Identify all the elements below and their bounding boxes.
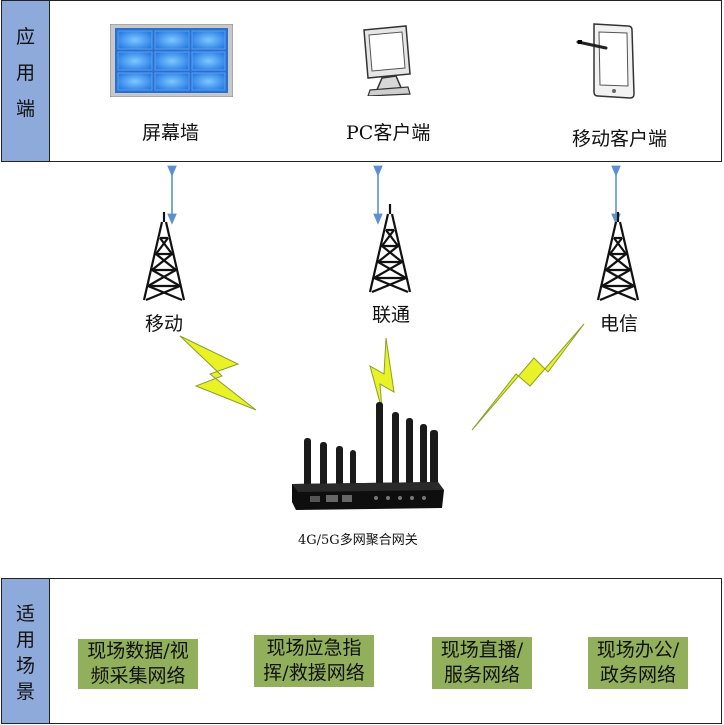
side-char: 适 xyxy=(15,603,35,625)
cell-tower-icon xyxy=(368,204,412,294)
side-char: 用 xyxy=(15,629,35,651)
cell-tower-icon xyxy=(142,212,186,302)
side-char: 场 xyxy=(15,655,35,677)
lightning-icon xyxy=(179,335,257,411)
client-label-mobile: 移动客户端 xyxy=(572,128,668,150)
client-label-video-wall: 屏幕墙 xyxy=(142,122,200,144)
scenario-line: 服务网络 xyxy=(443,664,520,686)
tablet-icon xyxy=(576,23,635,99)
scenario-box: 现场办公/政务网络 xyxy=(588,637,688,689)
carrier-label-unicom: 联通 xyxy=(372,304,411,326)
gateway-label: 4G/5G多网聚合网关 xyxy=(298,533,418,548)
carrier-label-mobile: 移动 xyxy=(145,313,184,335)
scenario-box: 现场直播/服务网络 xyxy=(432,637,532,689)
scenario-line: 现场应急指 xyxy=(266,637,362,659)
bidirectional-arrow xyxy=(167,165,621,225)
scenario-box: 现场数据/视频采集网络 xyxy=(78,639,198,689)
side-char: 端 xyxy=(15,98,35,120)
cell-tower-icon xyxy=(596,212,640,302)
scenario-box: 现场应急指挥/救援网络 xyxy=(254,635,374,687)
scenario-line: 频采集网络 xyxy=(90,665,186,687)
client-label-pc: PC客户端 xyxy=(346,122,431,144)
scenario-side-label: 适 用 场 景 xyxy=(1,578,50,724)
scenario-line: 现场直播/ xyxy=(440,639,524,661)
gateway-router-icon xyxy=(292,402,444,510)
scenario-line: 政务网络 xyxy=(599,664,676,686)
lightning-icon xyxy=(471,323,585,431)
scenario-line: 现场数据/视 xyxy=(87,640,189,662)
carrier-label-telecom: 电信 xyxy=(600,313,639,335)
side-char: 景 xyxy=(15,681,35,703)
side-char: 用 xyxy=(15,62,35,84)
pc-monitor-icon xyxy=(363,25,411,96)
side-char: 应 xyxy=(15,26,35,48)
application-side-label: 应 用 端 xyxy=(1,0,50,162)
scenario-line: 挥/救援网络 xyxy=(263,662,365,684)
scenario-line: 现场办公/ xyxy=(596,639,680,661)
video-wall-icon xyxy=(110,24,233,97)
